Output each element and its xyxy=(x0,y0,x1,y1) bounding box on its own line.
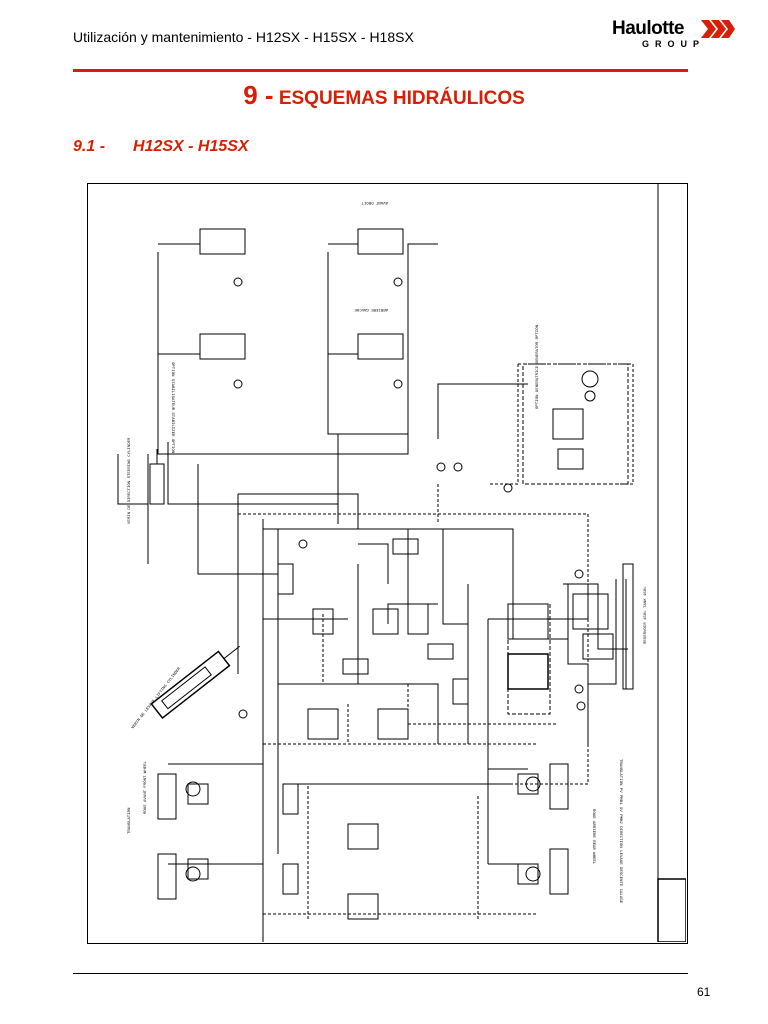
header-divider xyxy=(73,69,688,72)
hydraulic-schematic: OPTION STABILISATEUR STABILIZER OPTION O… xyxy=(117,184,686,942)
page-number: 61 xyxy=(697,985,711,999)
hydraulic-diagram: OPTION STABILISATEUR STABILIZER OPTION O… xyxy=(87,183,688,944)
logo-group-text: GROUP xyxy=(642,39,706,49)
arrow-down-label: ARRIERE GAUCHE xyxy=(354,307,388,311)
option-enclosures xyxy=(507,363,629,715)
steering-cylinder xyxy=(149,449,165,505)
drain-lines xyxy=(237,363,634,919)
translation-label: TRANSLATION xyxy=(128,807,132,834)
section-title: H12SX - H15SX xyxy=(133,138,249,155)
generator-option-label: OPTION GENERATRICE GENERATOR OPTION xyxy=(536,324,540,409)
section-number: 9.1 - xyxy=(73,138,106,155)
logo-wordmark: Haulotte xyxy=(612,18,685,39)
generator-pump-icon xyxy=(584,390,596,402)
diagram-legend: TRANSLATION PV PMB1 GV PMB2 DIRECTION LE… xyxy=(618,759,622,904)
stabilizer-option-label: OPTION STABILISATEUR STABILIZER OPTION xyxy=(170,362,174,454)
rear-wheel-label: ROUE ARRIERE REAR WHEEL xyxy=(591,809,595,865)
document-title: Utilización y mantenimiento - H12SX - H1… xyxy=(73,29,414,45)
reservoir-tank xyxy=(588,563,634,690)
chapter-title: ESQUEMAS HIDRÁULICOS xyxy=(278,88,525,109)
front-wheel-label: ROUE AVANT FRONT WHEEL xyxy=(144,761,148,814)
chapter-heading: 9 - ESQUEMAS HIDRÁULICOS xyxy=(0,80,768,111)
steering-cylinder-label: VERIN DE DIRECTION STEERING CYLINDER xyxy=(128,437,132,524)
generator-motor-icon xyxy=(581,370,599,388)
arrow-up-label: AVANT DROIT xyxy=(361,200,388,204)
reservoir-label: RESERVOIR 150L TANK 150L xyxy=(644,586,648,644)
lifting-cylinder-label: VERIN DE LEVAGE LIFTING CYLINDER xyxy=(131,667,182,730)
chapter-number: 9 - xyxy=(243,80,274,110)
wheel-motors xyxy=(157,763,569,900)
footer-divider xyxy=(73,973,688,974)
pressure-markers xyxy=(233,277,586,719)
section-heading: 9.1 - H12SX - H15SX xyxy=(73,138,249,156)
main-lines xyxy=(117,243,628,942)
lifting-cylinder xyxy=(150,645,240,720)
haulotte-logo: Haulotte GROUP xyxy=(612,18,735,49)
chevron-logo-icon xyxy=(701,20,735,38)
